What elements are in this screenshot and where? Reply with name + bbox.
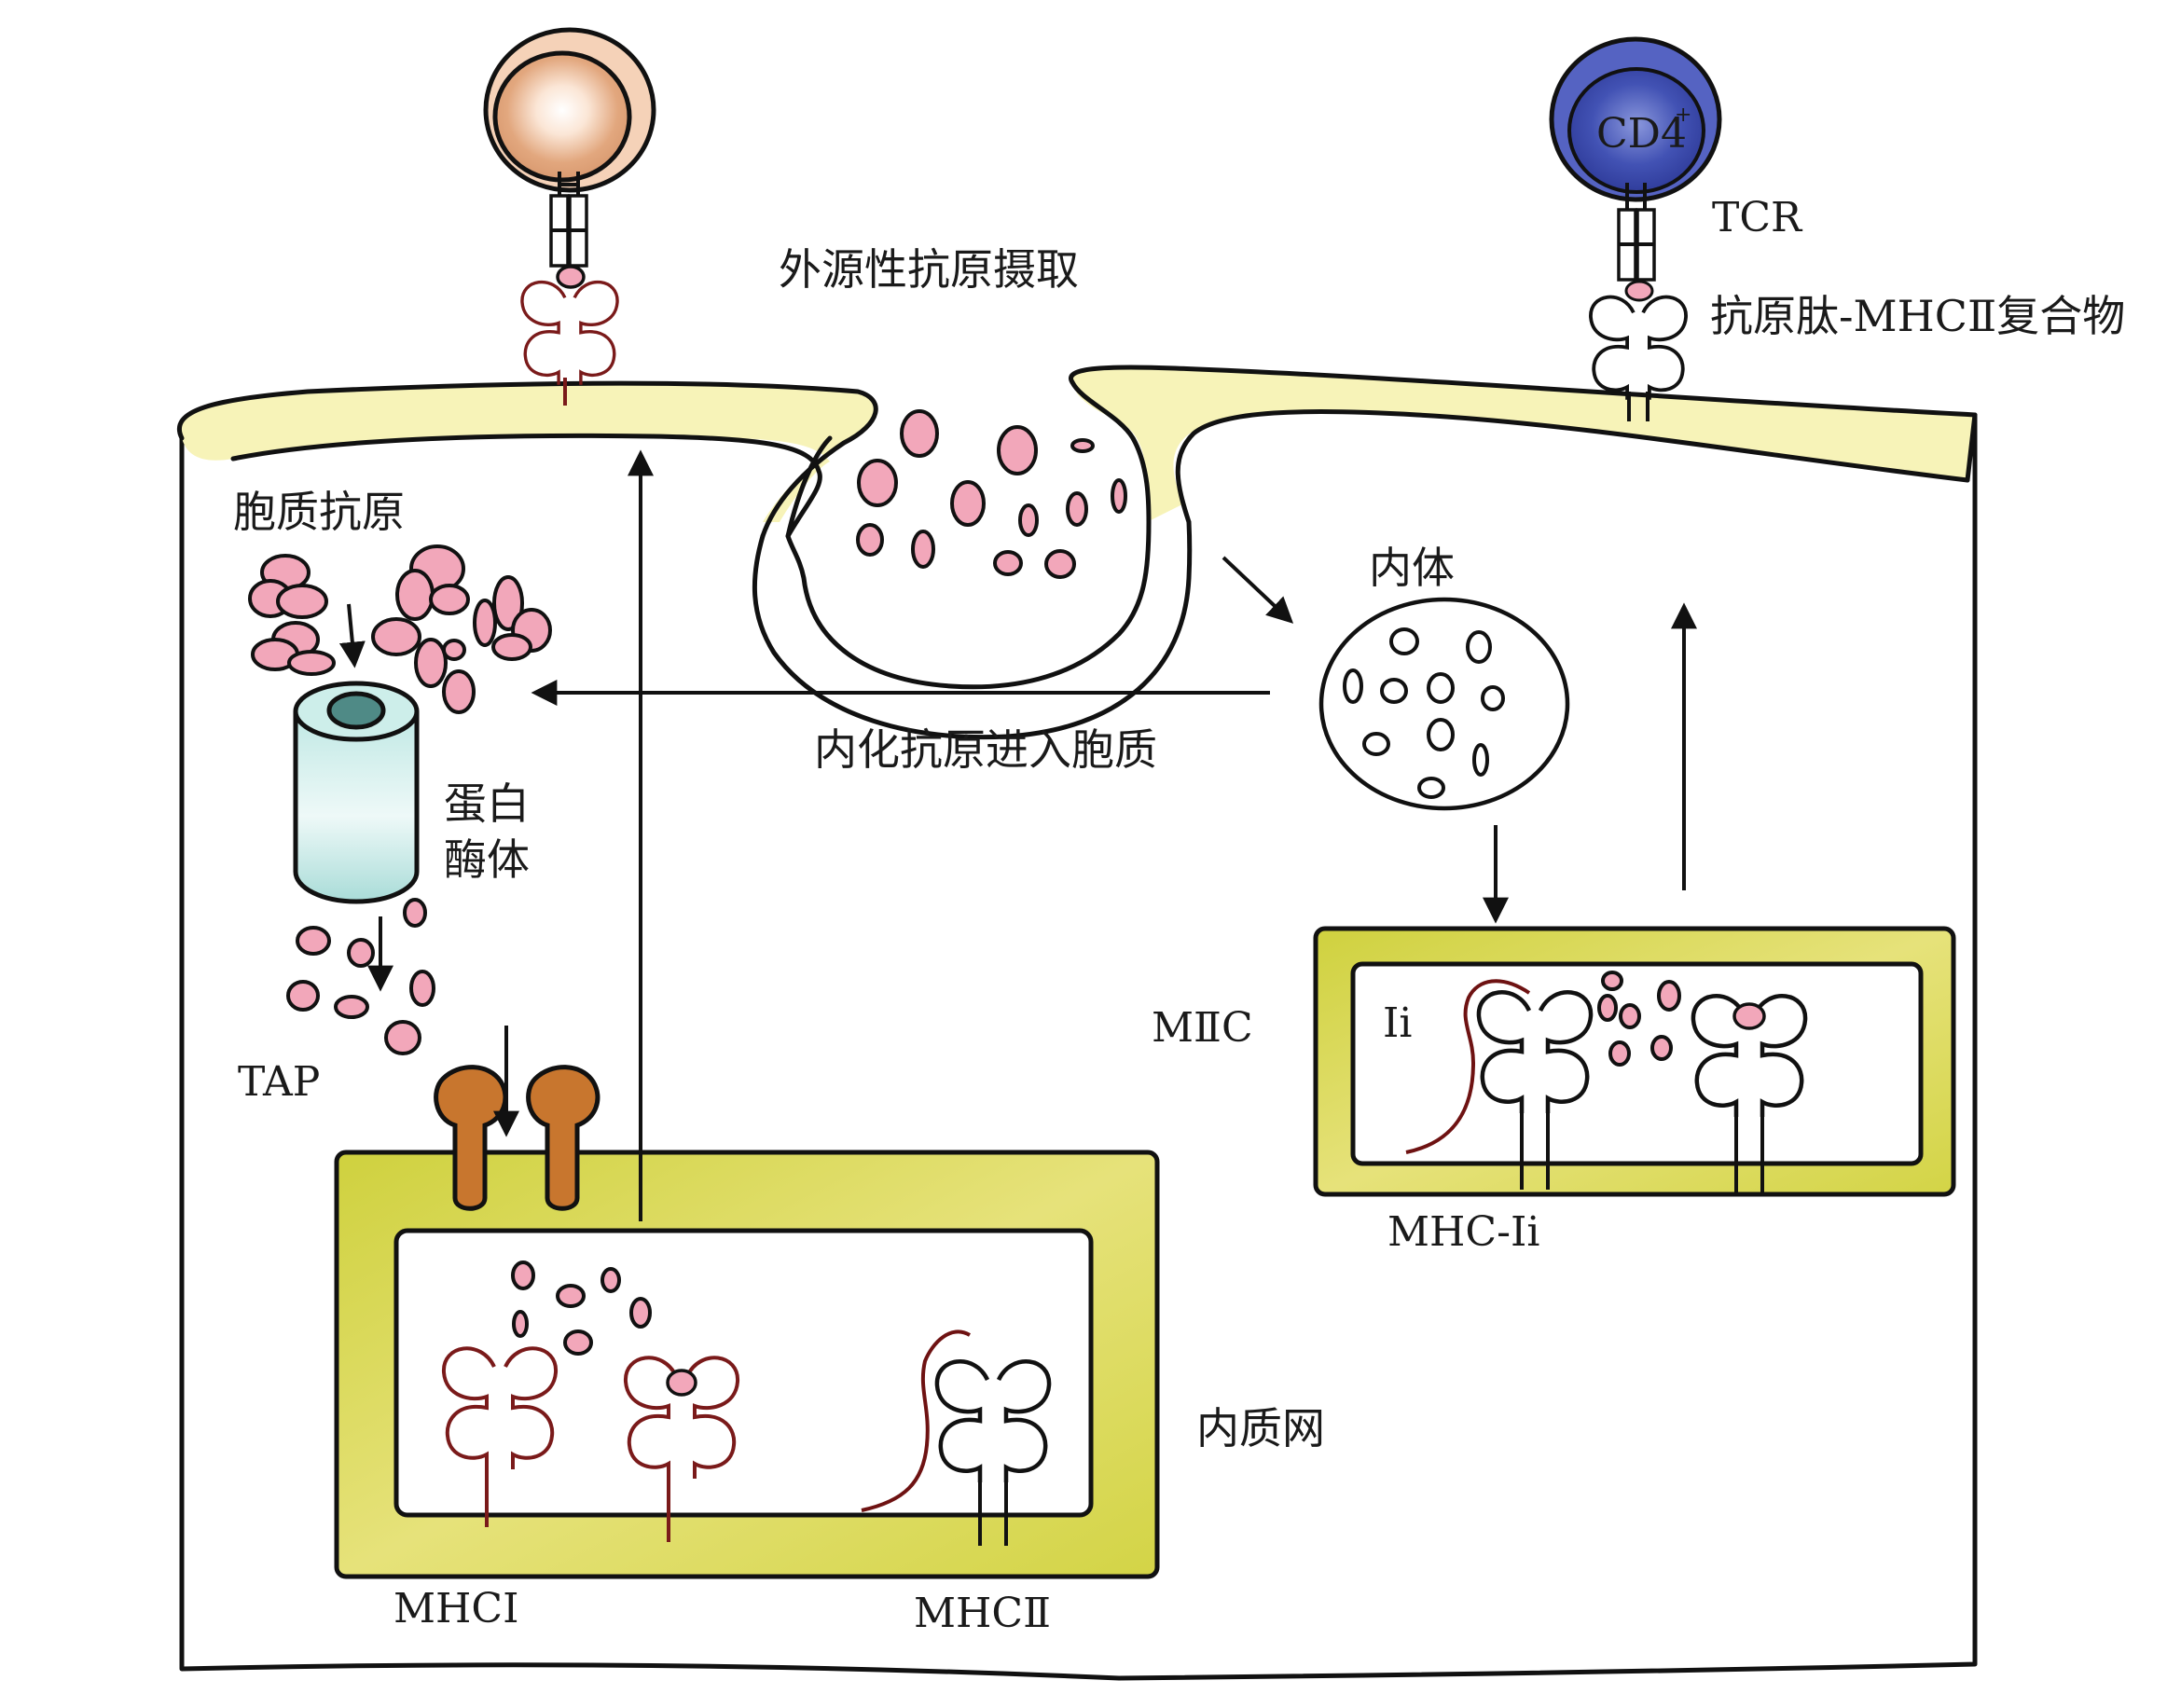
antigen-dot (1044, 549, 1076, 579)
cd4-superscript: + (1675, 103, 1691, 127)
t-cell-left (483, 27, 656, 406)
pit-rim-right (1070, 379, 1152, 525)
mhc1-surface-icon (520, 280, 619, 387)
antigen-dot (857, 459, 898, 507)
membrane-inner-left (230, 433, 822, 539)
antigen-dot (856, 523, 884, 557)
er-label: 内质网 (1196, 1403, 1325, 1453)
ii-chain-miic (1405, 979, 1531, 1154)
cd4-t-cell: CD4 + (1549, 36, 1722, 421)
cell-wall (179, 412, 1978, 1681)
miic-label: MⅡC (1152, 1004, 1253, 1052)
tap-transporter-icon (526, 1065, 600, 1211)
endosome-label: 内体 (1369, 543, 1455, 593)
tap-transporter-icon (434, 1065, 508, 1211)
er-peptides (511, 1260, 652, 1356)
mhc-ii-complex-label: MHC-Ii (1387, 1208, 1539, 1256)
peptide-mhc2-complex-label: 抗原肽-MHCⅡ复合物 (1710, 291, 2125, 341)
peptides (286, 898, 435, 1055)
pit-outer (752, 519, 1193, 740)
mhc2-label: MHCⅡ (914, 1590, 1051, 1637)
apc-cell (177, 365, 1978, 1681)
mhc1-label: MHCⅠ (393, 1585, 518, 1632)
antigen-dot (1066, 491, 1088, 527)
antigen-dot (993, 550, 1023, 576)
miic-compartment (1313, 926, 1956, 1197)
antigen-dot (1018, 503, 1039, 537)
antigen-dot (1111, 478, 1127, 514)
tap-transporters (434, 1065, 600, 1211)
proteasome-label-line2: 酶体 (444, 834, 530, 885)
internalized-to-cytosol-label: 内化抗原进入胞质 (814, 724, 1157, 775)
cytosolic-antigen-label: 胞质抗原 (233, 487, 405, 537)
membrane-outer-right (1069, 365, 1978, 483)
membrane-outer-left (177, 380, 878, 539)
miic-peptides (1597, 971, 1681, 1067)
antigen-dot (900, 409, 939, 458)
tap-label: TAP (238, 1058, 320, 1106)
peptide-bound-icon (666, 1369, 697, 1397)
antigen-dot (997, 425, 1038, 475)
arrow-pit-to-endosome (1222, 556, 1294, 624)
mhc2-surface-icon (1589, 295, 1688, 402)
cytosolic-antigens (248, 544, 552, 714)
antigen-dot (911, 530, 935, 569)
ii-label: Ii (1383, 999, 1412, 1047)
pit-antigens (856, 409, 1127, 579)
proteasome-icon (293, 681, 420, 904)
peptide-bound-icon (1732, 1002, 1766, 1030)
cd4-label: CD4 (1596, 110, 1687, 158)
arrow-to-proteasome (338, 603, 366, 668)
ii-chain-er (861, 1329, 972, 1512)
membrane-inner-right (1175, 409, 1970, 525)
proteasome-label-line1: 蛋白 (444, 778, 530, 829)
exogenous-uptake-label: 外源性抗原摄取 (779, 244, 1079, 295)
antigen-dot (950, 480, 986, 527)
pit-inner (785, 435, 1152, 690)
tcr-label: TCR (1712, 194, 1803, 241)
antigen-dot (1070, 438, 1095, 453)
endosome (1318, 597, 1570, 811)
